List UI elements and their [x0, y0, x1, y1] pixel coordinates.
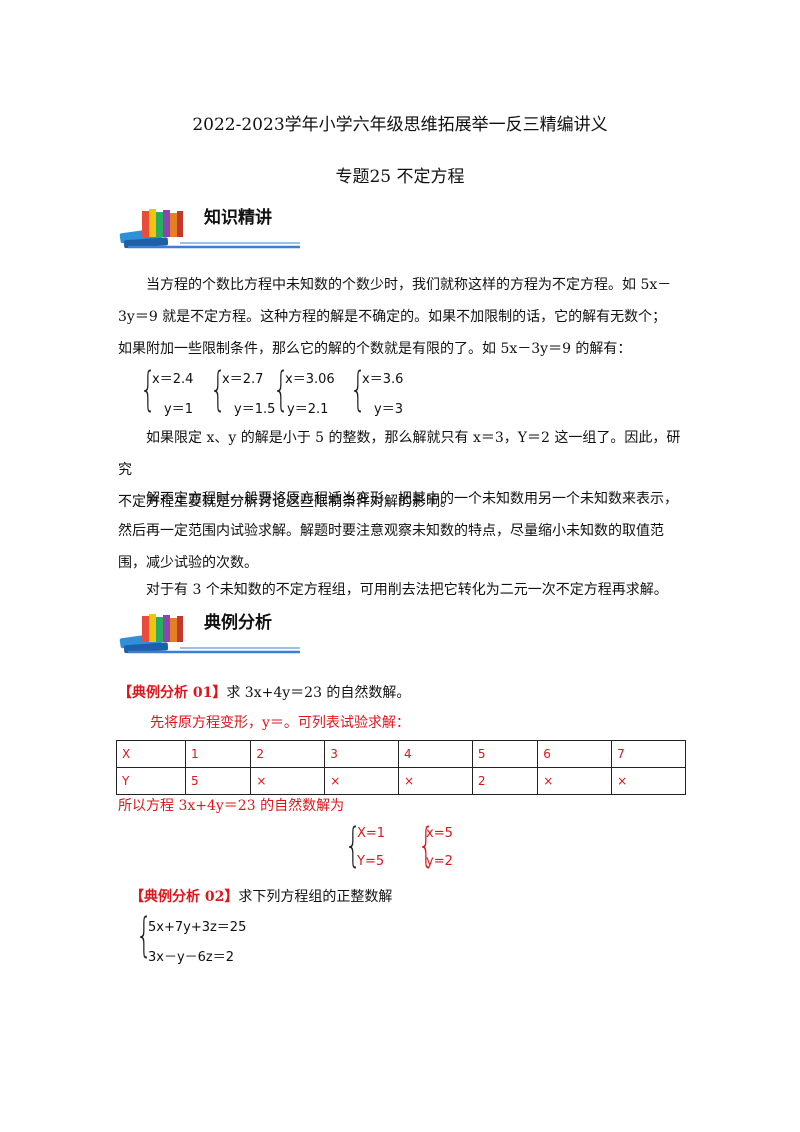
books-icon	[119, 209, 300, 249]
table-cell: 6	[537, 740, 613, 768]
example-1-conclusion: 所以方程 3x+4y＝23 的自然数解为	[118, 798, 345, 814]
table-cell: ×	[611, 767, 686, 795]
text-line: 对于有 3 个未知数的不定方程组，可用削去法把它转化为二元一次不定方程再求解。	[146, 582, 668, 598]
brace-icon: {	[210, 362, 227, 416]
equation-1: 5x+7y+3z＝25	[148, 920, 247, 935]
table-cell: 7	[611, 740, 686, 768]
example-question: 求下列方程组的正整数解	[238, 889, 393, 905]
equation-y: y＝2.1	[287, 402, 329, 417]
brace-icon: {	[273, 362, 290, 416]
table-cell: 4	[398, 740, 473, 768]
example-tag: 【典例分析 01】	[118, 685, 227, 701]
section-banner-examples: 典例分析	[118, 608, 303, 656]
table-row: X 1 2 3 4 5 6 7	[116, 740, 686, 768]
text-line: 如果限定 x、y 的解是小于 5 的整数，那么解就只有 x＝3，Y＝2 这一组了…	[118, 430, 681, 478]
document-subtitle: 专题25 不定方程	[335, 167, 465, 187]
table-cell: 3	[324, 740, 400, 768]
text-line: 解不定方程时一般要将原方程适当变形，把其中的一个未知数用另一个未知数来表示，	[146, 491, 678, 507]
brace-icon: {	[140, 362, 157, 416]
brace-icon: {	[350, 362, 367, 416]
answer-y: Y=5	[357, 854, 385, 869]
text-line: 当方程的个数比方程中未知数的个数少时，我们就称这样的方程为不定方程。如 5x－	[146, 277, 672, 293]
table-cell: ×	[537, 767, 613, 795]
banner-label: 典例分析	[204, 613, 272, 633]
banner-label: 知识精讲	[204, 208, 272, 228]
solution-system: { x＝2.4 y＝1	[140, 366, 210, 426]
answer-system: { x=5 y=2	[418, 822, 488, 882]
table-cell: 5	[471, 740, 539, 768]
paragraph-limits: 如果限定 x、y 的解是小于 5 的整数，那么解就只有 x＝3，Y＝2 这一组了…	[118, 422, 684, 518]
brace-icon: {	[345, 818, 362, 872]
solution-system: { x＝3.06 y＝2.1	[273, 366, 353, 426]
paragraph-method: 解不定方程时一般要将原方程适当变形，把其中的一个未知数用另一个未知数来表示， 然…	[118, 483, 684, 579]
equation-y: y＝1	[164, 402, 193, 417]
table-cell: ×	[250, 767, 326, 795]
example-1-heading: 【典例分析 01】求 3x+4y＝23 的自然数解。	[118, 682, 410, 702]
paragraph-three-unknowns: 对于有 3 个未知数的不定方程组，可用削去法把它转化为二元一次不定方程再求解。	[118, 574, 684, 606]
text-line: 如果附加一些限制条件，那么它的解的个数就是有限的了。如 5x－3y＝9 的解有：	[118, 341, 632, 357]
table-cell: ×	[324, 767, 400, 795]
equation-2: 3x－y－6z＝2	[148, 950, 235, 965]
answer-x: X=1	[357, 826, 386, 841]
trial-table: X 1 2 3 4 5 6 7 Y 5 × × × 2 × ×	[116, 740, 686, 795]
example-tag: 【典例分析 02】	[130, 889, 239, 905]
table-cell: 1	[184, 740, 252, 768]
answer-system: { X=1 Y=5	[345, 822, 415, 882]
table-cell: 2	[250, 740, 326, 768]
equation-x: x＝3.06	[285, 372, 335, 387]
table-cell: X	[116, 740, 186, 768]
solution-system: { x＝3.6 y＝3	[350, 366, 420, 426]
text-line: 不定方程主要就是分析讨论这些限制条件对解的影响。	[118, 494, 454, 510]
table-row: Y 5 × × × 2 × ×	[116, 767, 686, 795]
brace-icon: {	[136, 908, 153, 962]
brace-icon: {	[418, 818, 435, 872]
equation-y: y＝1.5	[234, 402, 276, 417]
document-title: 2022-2023学年小学六年级思维拓展举一反三精编讲义	[192, 115, 608, 135]
equation-y: y＝3	[374, 402, 403, 417]
equation-x: x＝3.6	[362, 372, 404, 387]
text-line: 围，减少试验的次数。	[118, 555, 258, 571]
equation-x: x＝2.4	[152, 372, 194, 387]
answer-y: y=2	[426, 854, 453, 869]
text-line: 3y＝9 就是不定方程。这种方程的解是不确定的。如果不加限制的话，它的解有无数个…	[118, 309, 667, 325]
section-banner-knowledge: 知识精讲	[118, 203, 303, 251]
paragraph-definition: 当方程的个数比方程中未知数的个数少时，我们就称这样的方程为不定方程。如 5x－ …	[118, 269, 684, 365]
table-cell: Y	[116, 767, 186, 795]
equation-x: x＝2.7	[222, 372, 264, 387]
equation-system: { 5x+7y+3z＝25 3x－y－6z＝2	[136, 912, 256, 972]
example-1-hint: 先将原方程变形，y＝。可列表试验求解：	[150, 715, 410, 731]
table-cell: ×	[398, 767, 473, 795]
example-2-heading: 【典例分析 02】求下列方程组的正整数解	[130, 886, 392, 906]
answer-x: x=5	[426, 826, 453, 841]
books-icon	[119, 614, 300, 654]
table-cell: 2	[471, 767, 539, 795]
table-cell: 5	[184, 767, 252, 795]
solution-system: { x＝2.7 y＝1.5	[210, 366, 280, 426]
text-line: 然后再一定范围内试验求解。解题时要注意观察未知数的特点，尽量缩小未知数的取值范	[118, 523, 664, 539]
example-question: 求 3x+4y＝23 的自然数解。	[226, 685, 411, 701]
